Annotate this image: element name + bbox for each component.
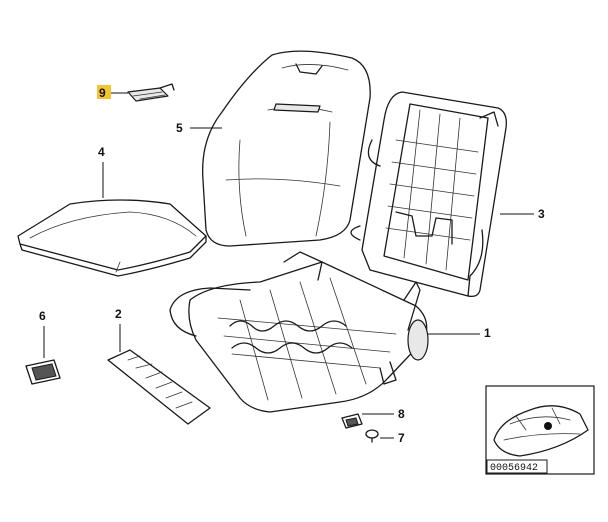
callout-2[interactable]: 2 (115, 307, 122, 321)
callout-9[interactable]: 9 (99, 86, 106, 100)
callout-7[interactable]: 7 (398, 431, 405, 445)
callout-8[interactable]: 8 (398, 407, 405, 421)
part-6-cover[interactable] (25, 359, 61, 385)
callout-4[interactable]: 4 (98, 145, 105, 159)
inset-doc-number: 00056942 (490, 463, 538, 474)
part-2-trim-panel[interactable] (107, 349, 211, 425)
callout-5[interactable]: 5 (176, 121, 183, 135)
callout-3[interactable]: 3 (538, 207, 545, 221)
seat-location-marker (544, 422, 552, 430)
callout-9-highlight (97, 85, 111, 99)
part-1-seat-frame[interactable] (169, 251, 429, 413)
part-8-clip[interactable] (341, 413, 363, 429)
part-9-clip[interactable] (127, 83, 175, 102)
part-4-seat-cushion[interactable] (17, 199, 207, 277)
part-7-pin[interactable] (365, 429, 379, 443)
vehicle-inset: 00056942 (485, 385, 595, 475)
callout-1[interactable]: 1 (484, 326, 491, 340)
part-3-backrest-frame[interactable] (350, 91, 507, 298)
part-5-backrest-cushion[interactable] (201, 50, 371, 247)
callout-6[interactable]: 6 (39, 309, 46, 323)
